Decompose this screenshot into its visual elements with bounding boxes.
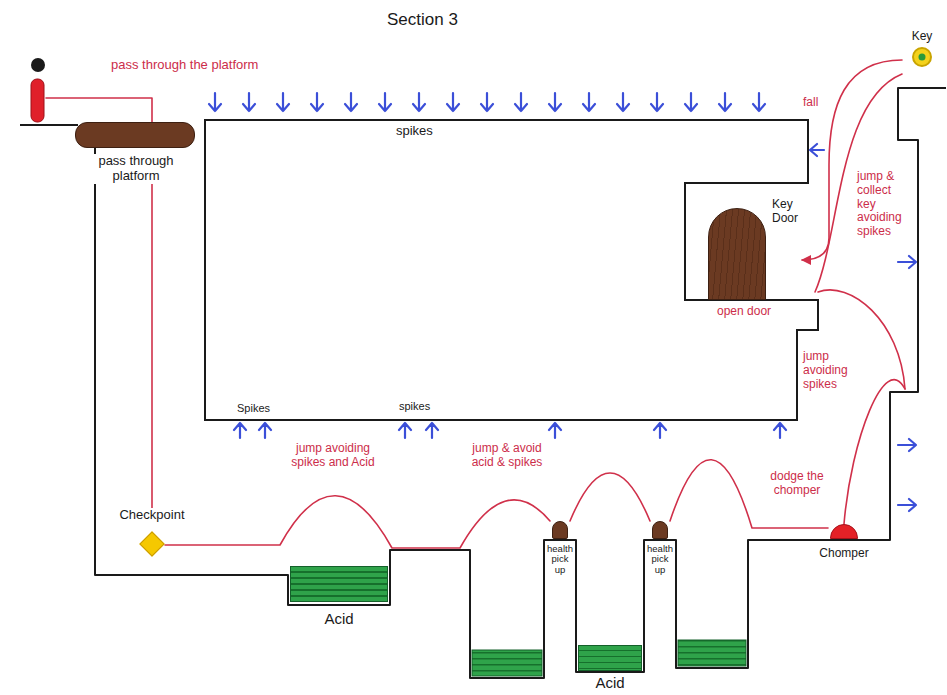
node-label: Acid <box>319 610 359 627</box>
player-body <box>31 79 44 122</box>
key-dot <box>919 53 926 60</box>
node-label: pass through platform <box>86 154 186 184</box>
checkpoint-diamond <box>139 531 164 556</box>
spike-arrows <box>234 423 786 438</box>
level-wall <box>95 88 946 678</box>
spike-arrows <box>810 144 916 511</box>
route-note: jump & avoid acid & spikes <box>462 442 552 470</box>
health-pickup <box>552 521 568 539</box>
door-shape <box>708 208 766 300</box>
route-note: pass through the platform <box>110 58 259 73</box>
node-label: Acid <box>590 674 630 691</box>
key-pickup: Key <box>902 30 942 67</box>
platform-bar <box>75 122 195 148</box>
node-label: Chomper <box>808 547 880 561</box>
hazard-label: spikes <box>395 124 434 139</box>
player-route <box>165 496 550 548</box>
health-pickup: health pick up <box>645 521 675 575</box>
player-head <box>31 58 45 72</box>
pass-through-platform: pass through platform <box>75 122 197 184</box>
acid-pool <box>472 650 542 676</box>
player-route <box>46 98 152 122</box>
route-note: dodge the chomper <box>760 470 834 498</box>
acid-pool <box>290 566 388 602</box>
route-connector <box>151 184 153 508</box>
hazard-label: Spikes <box>236 402 271 415</box>
spike-arrows <box>209 93 765 111</box>
node-label: health pick up <box>545 544 575 575</box>
key-icon <box>912 47 932 67</box>
health-pickup <box>652 521 668 539</box>
acid-pool <box>678 640 746 666</box>
node-label: Checkpoint <box>112 508 192 523</box>
acid-pool <box>578 645 642 671</box>
edge-label: fall <box>802 96 819 110</box>
chomper-enemy <box>830 524 858 539</box>
hazard-label: spikes <box>398 400 431 413</box>
key-door: Key Door <box>708 198 802 300</box>
checkpoint: Checkpoint <box>112 508 192 553</box>
route-note: jump avoiding spikes and Acid <box>280 442 386 470</box>
route-note: jump avoiding spikes <box>802 350 859 391</box>
player-route <box>844 380 905 524</box>
acid-pool: Acid <box>290 566 388 627</box>
health-pickup: health pick up <box>545 521 575 575</box>
node-label: health pick up <box>645 544 675 575</box>
start-ledge <box>20 124 78 126</box>
chomper: Chomper <box>808 524 880 561</box>
node-label: Key <box>902 30 942 44</box>
route-note: jump & collect key avoiding spikes <box>856 170 908 239</box>
route-note: open door <box>716 305 772 319</box>
diagram-title: Section 3 <box>386 10 459 30</box>
player-route <box>570 473 650 521</box>
acid-pool: Acid <box>578 645 642 691</box>
node-label: Key Door <box>772 198 802 226</box>
spike-block-outline <box>205 120 818 420</box>
